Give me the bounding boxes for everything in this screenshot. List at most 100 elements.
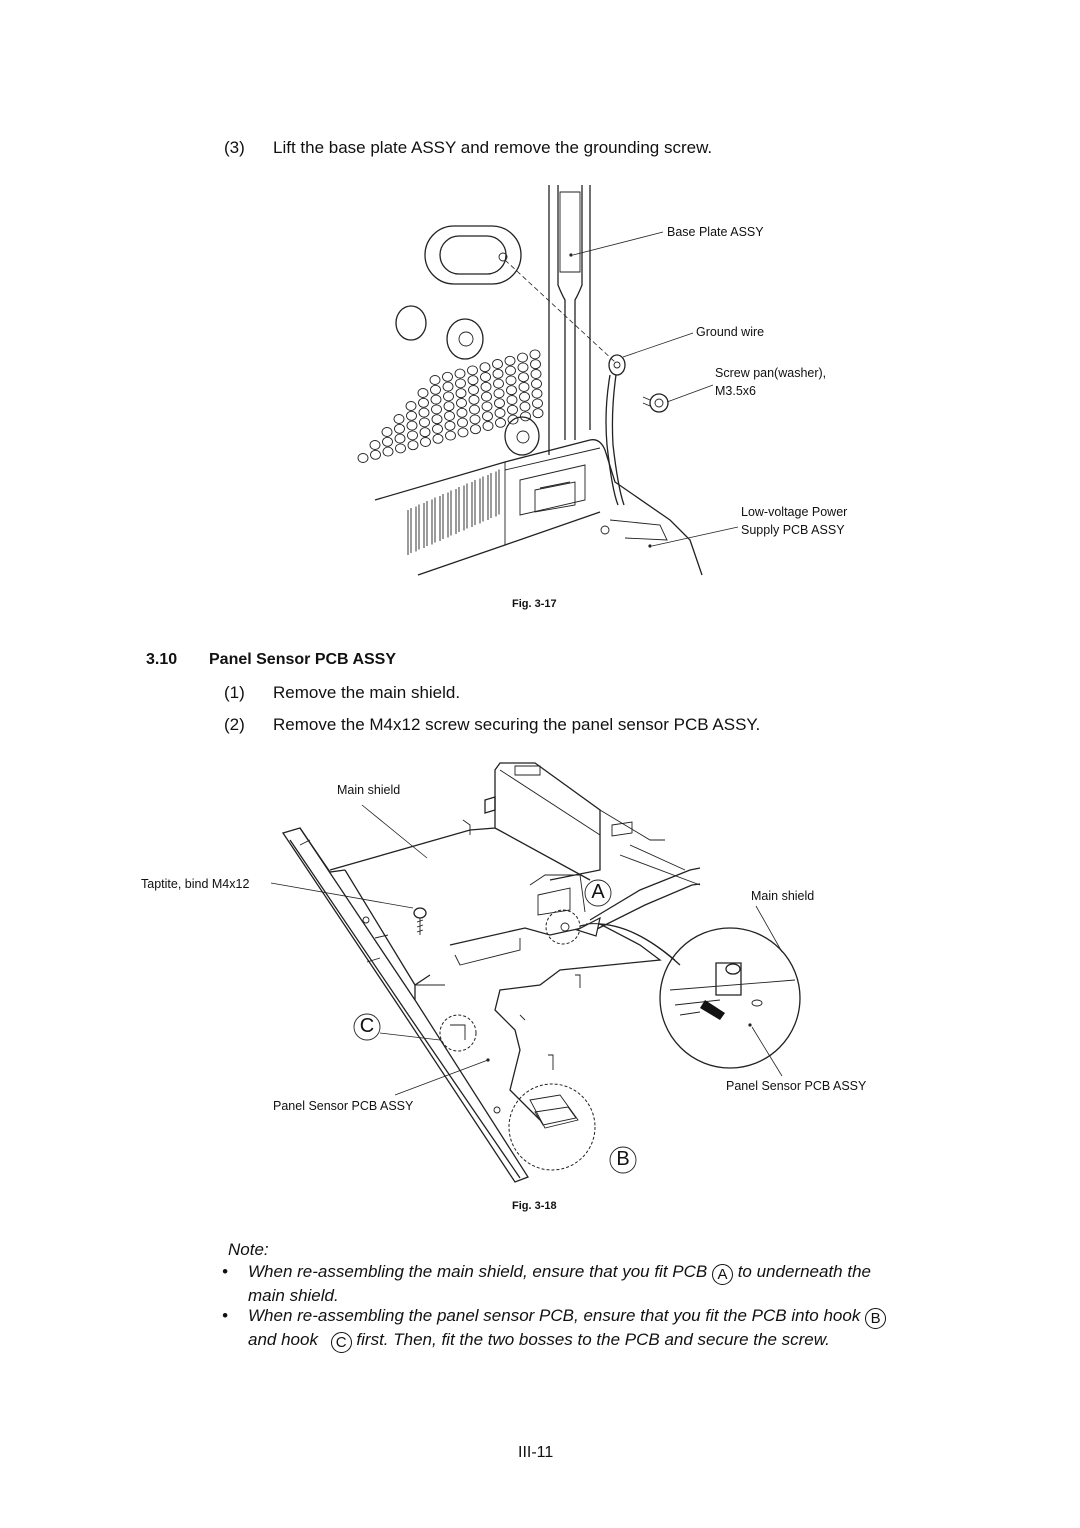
vent-hole [532, 398, 543, 409]
vent-hole [393, 414, 405, 424]
heat-sink-fin [415, 504, 420, 552]
vent-hole [506, 385, 517, 396]
vent-hole [454, 368, 466, 379]
vent-hole [357, 453, 369, 463]
vent-hole [381, 427, 393, 437]
lvps-chassis [374, 439, 703, 576]
hook-c-marker: C [330, 1332, 352, 1353]
vent-hole [482, 421, 494, 431]
vent-hole [532, 408, 544, 419]
label-lvps-line1: Low-voltage Power [741, 505, 848, 519]
vent-hole [457, 417, 468, 428]
vent-hole [406, 410, 417, 421]
label-ground-wire: Ground wire [696, 325, 765, 339]
hook-b-highlight [508, 1083, 596, 1171]
detail-view [659, 927, 801, 1069]
heat-sink-fin [407, 508, 412, 555]
vent-hole [507, 404, 518, 415]
hook-b-badge [609, 1146, 637, 1174]
vent-hole [505, 375, 517, 386]
pcb-a-marker: A [711, 1264, 733, 1285]
vent-hole [479, 362, 491, 373]
note-1-text-c: main shield. [248, 1286, 339, 1305]
vent-hole [382, 436, 393, 447]
vent-hole [469, 414, 481, 425]
vent-hole [470, 424, 481, 435]
vent-hole [456, 407, 468, 418]
vent-hole [444, 411, 455, 421]
heat-sink-fins [407, 469, 500, 555]
vent-hole [482, 411, 493, 422]
ground-wire [605, 354, 626, 506]
vent-hole [431, 404, 442, 415]
section-heading: 3.10 Panel Sensor PCB ASSY [146, 651, 396, 669]
note-title: Note: [228, 1240, 269, 1259]
vent-hole [494, 408, 506, 418]
vent-hole [530, 359, 541, 370]
vent-hole [445, 430, 456, 441]
note-2-text-a: When re-assembling the panel sensor PCB,… [248, 1306, 861, 1325]
label-taptite: Taptite, bind M4x12 [141, 877, 250, 891]
step-text: Remove the main shield. [273, 683, 461, 702]
vent-hole-pattern [357, 349, 544, 463]
hook-a-badge [584, 879, 612, 907]
vent-hole [429, 375, 441, 385]
vent-hole [455, 378, 466, 389]
vent-hole [432, 424, 443, 434]
section-title: Panel Sensor PCB ASSY [209, 651, 397, 668]
figure-3-17-drawing [357, 185, 739, 576]
label-main-shield: Main shield [337, 783, 401, 797]
label-panel-sensor-detail: Panel Sensor PCB ASSY [726, 1079, 867, 1093]
vent-hole [418, 397, 429, 408]
vent-hole [494, 398, 505, 409]
label-base-plate-assy: Base Plate ASSY [667, 225, 764, 239]
step-3: (3) Lift the base plate ASSY and remove … [224, 138, 924, 160]
label-panel-sensor-main: Panel Sensor PCB ASSY [273, 1099, 414, 1113]
vent-hole [431, 414, 443, 425]
vent-hole [407, 430, 418, 441]
vent-hole [420, 437, 431, 447]
bullet-dot: • [222, 1306, 228, 1325]
figure-3-18-drawing [270, 762, 801, 1183]
label-lvps-line2: Supply PCB ASSY [741, 523, 845, 537]
heat-sink-fin [463, 483, 468, 531]
vent-hole [442, 381, 454, 392]
vent-hole [492, 359, 503, 369]
vent-hole [369, 440, 381, 450]
vent-hole [531, 378, 542, 389]
heat-sink-fin [487, 473, 492, 520]
label-screw-line2: M3.5x6 [715, 384, 756, 398]
heat-sink-fin [431, 497, 436, 545]
note-1-text-a: When re-assembling the main shield, ensu… [248, 1262, 708, 1281]
vent-hole [457, 427, 469, 438]
hook-c-badge [353, 1013, 381, 1041]
vent-hole [531, 388, 543, 399]
vent-hole [520, 411, 531, 422]
vent-hole [456, 398, 467, 408]
taptite-screw [413, 907, 427, 935]
heat-sink-fin [495, 469, 500, 517]
heat-sink-fin [423, 501, 428, 548]
vent-hole [506, 395, 518, 405]
hook-a-letter: A [591, 881, 605, 903]
vent-hole [518, 372, 529, 383]
vent-hole [493, 378, 504, 389]
vent-hole [517, 362, 529, 373]
bullet-dot: • [222, 1262, 228, 1281]
vent-hole [370, 449, 381, 460]
vent-hole [518, 382, 530, 392]
heat-sink-fin [471, 480, 476, 527]
hook-a-highlight [545, 909, 581, 945]
heat-sink-fin [479, 476, 484, 524]
screw-pan-washer [642, 393, 669, 413]
vent-hole [382, 446, 394, 457]
vent-hole [492, 368, 504, 379]
vent-hole [481, 401, 493, 412]
vent-hole [394, 433, 406, 444]
label-screw-line1: Screw pan(washer), [715, 366, 827, 380]
hook-c-highlight [439, 1014, 477, 1052]
vent-hole [507, 414, 519, 425]
vent-hole [442, 371, 453, 382]
vent-hole [480, 381, 492, 392]
figure-caption-3-17: Fig. 3-17 [512, 598, 557, 610]
